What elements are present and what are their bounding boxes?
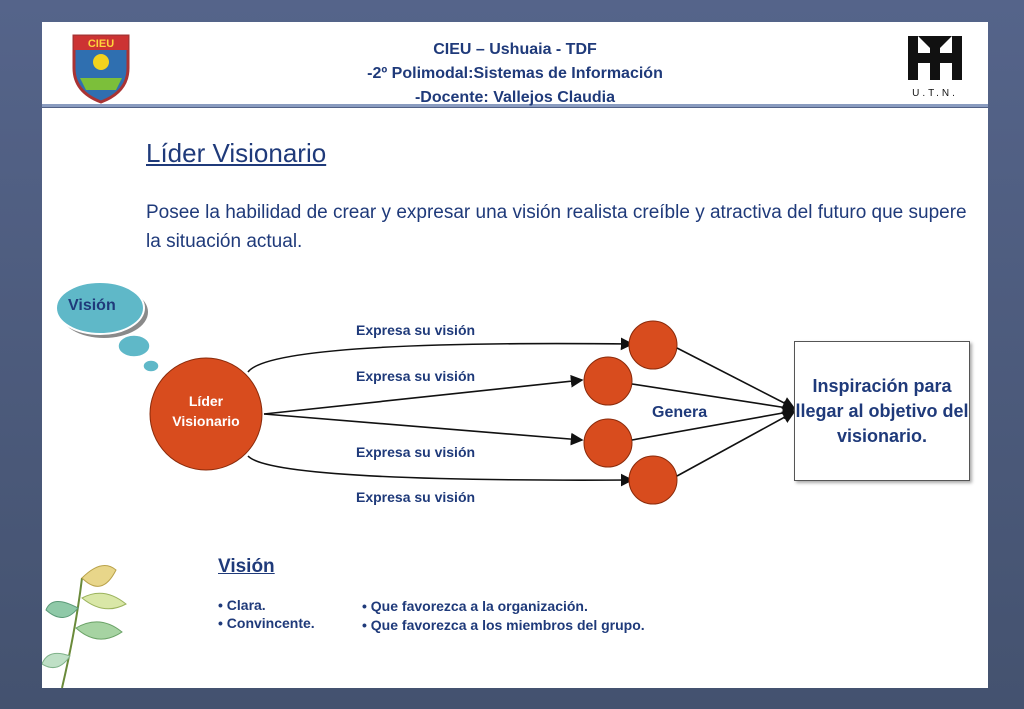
vision-right-bullet-2: • Que favorezca a los miembros del grupo… [362,617,645,633]
vision-left-bullet-1: • Clara. [218,597,266,613]
vision-heading: Visión [218,556,275,577]
cieu-logo-text: CIEU [88,38,114,50]
utn-logo-text: U.T.N. [912,88,958,99]
genera-label: Genera [652,404,708,421]
leader-label-2: Visionario [172,413,240,429]
arrow-4 [247,455,634,487]
leader-node [149,357,263,471]
arrow-to-box-3 [631,406,796,441]
page-title: Líder Visionario [146,138,327,168]
thought-label: Visión [68,297,116,314]
arrow-2 [263,374,584,415]
header-line-2: -2º Polimodal:Sistemas de Información [367,65,663,82]
vision-right-bullet-1: • Que favorezca a la organización. [362,598,588,614]
node-1 [628,320,678,370]
node-4 [628,455,678,505]
header-bar: CIEU CIEU – Ushuaia - TDF -2º Polimodal:… [42,22,988,107]
arrow-label-3: Expresa su visión [356,444,476,460]
header-line-3: -Docente: Vallejos Claudia [414,89,616,106]
arrow-label-1: Expresa su visión [356,322,476,338]
cieu-logo-icon: CIEU [72,34,130,104]
arrow-label-2: Expresa su visión [356,368,476,384]
leaves-decoration-icon [42,565,127,688]
vision-left-bullet-2: • Convincente. [218,615,315,631]
arrow-to-box-4 [676,411,796,477]
arrow-3 [263,413,584,446]
arrow-to-box-2 [631,383,796,414]
node-3 [583,418,633,468]
arrow-to-box-1 [676,347,796,409]
slide-content: Líder Visionario Posee la habilidad de c… [42,108,988,688]
inspiration-box: Inspiración para llegar al objetivo del … [794,341,970,481]
description-text: Posee la habilidad de crear y expresar u… [146,202,967,252]
header-line-1: CIEU – Ushuaia - TDF [433,41,597,58]
utn-logo-icon: U.T.N. [908,36,962,99]
diagram-canvas [42,281,796,688]
leader-label-1: Líder [188,393,224,409]
arrow-label-4: Expresa su visión [356,489,476,505]
thought-cloud-icon [55,281,160,373]
arrow-1 [247,337,634,373]
node-2 [583,356,633,406]
